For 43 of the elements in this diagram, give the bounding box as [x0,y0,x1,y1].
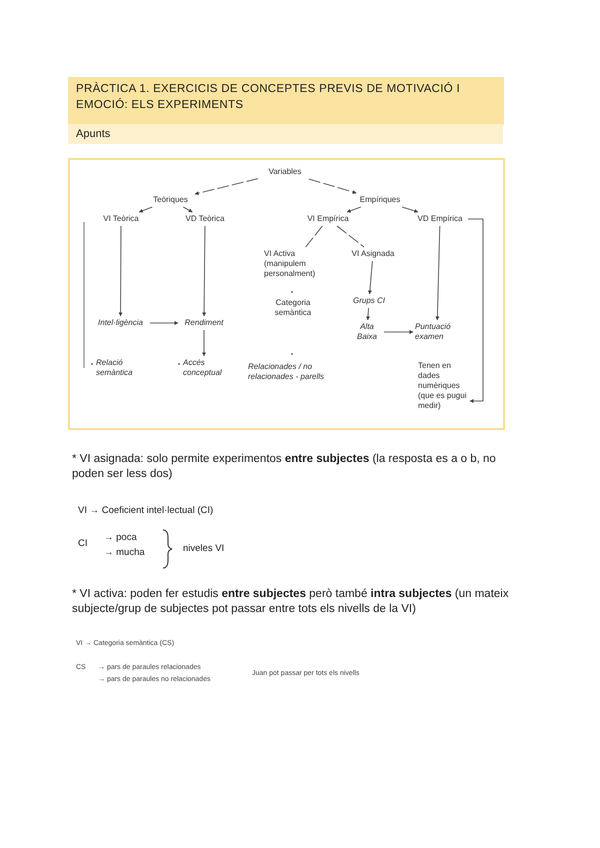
node-label: Tenen en dades numèriques (que es pugui medir) [418,361,468,411]
arrow [150,321,178,325]
node-label: Variables [260,167,310,177]
text-line: CI [78,537,88,551]
title-banner: PRÀCTICA 1. EXERCICIS DE CONCEPTES PREVIS DE MOTIVACIÓ I EMOCIÓ: ELS EXPERIMENTS [68,77,504,125]
arrow [182,206,193,212]
arrow [346,206,362,213]
arrow [366,308,370,320]
node-label: VI Asignada [348,249,398,259]
node-label: VD Empírica [414,214,466,224]
node-label: Alta Baixa [352,322,382,342]
arrow [384,330,414,334]
text-line: niveles VI [183,542,226,556]
arrow [138,206,153,213]
arrow [402,206,418,213]
arrow [435,226,440,320]
note-text: * VI asignada: solo permite experimentos entre subjectes (la resposta es a o b, no poden ser less dos) [72,452,497,482]
node-label: Relació semàntica [96,358,138,378]
node-label: Grups CI [348,296,390,306]
text-line: VI → Coeficient intel·lectual (CI) [78,504,214,518]
node-label: Rendiment [180,318,228,328]
node-label: Intel·ligència [93,318,148,328]
node-label: Relacionades / no relacionades - parells [248,362,338,382]
arrow [368,260,373,294]
arrow [202,330,206,356]
arrow [308,178,357,194]
arrow [468,218,484,403]
arrow [118,226,123,316]
node-label: VI Empírica [303,214,353,224]
text-line: → mucha [104,546,146,560]
arrow [202,226,206,316]
node-label: VD Teòrica [182,214,228,224]
node-label: VI Teòrica [98,214,144,224]
arrow [194,178,258,196]
node-label: Teòriques [148,195,193,205]
node-label: VI Activa (manipulem personalment) [264,249,320,279]
node-label: Accés conceptual [183,358,225,378]
section-header: Apunts [68,124,503,144]
node-label: Puntuació examen [415,322,459,342]
node-label: Empíriques [356,195,404,205]
node-label: Categoria semàntica [268,298,318,318]
text-line: → poca [104,531,138,545]
note-text: * VI activa: poden fer estudis entre subjectes però també intra subjectes (un mateix subjecte/grup de subjectes pot passar entre tots els nivells de la VI) [72,587,510,617]
